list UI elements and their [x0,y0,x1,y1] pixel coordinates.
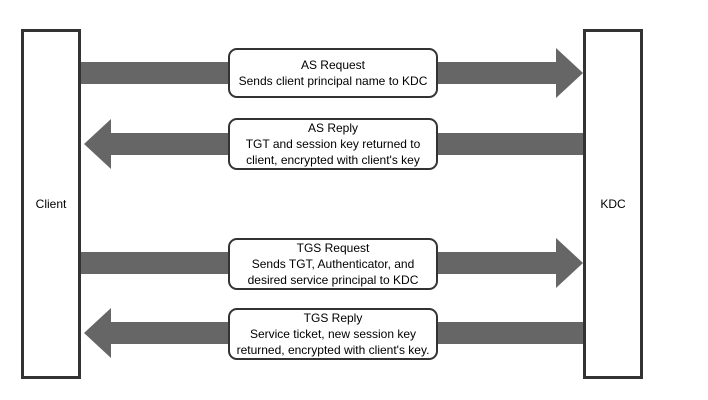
tgs-request-label-box: TGS Request Sends TGT, Authenticator, an… [228,238,438,290]
message-title: AS Request [300,58,366,72]
message-title: TGS Request [296,241,370,255]
message-line: returned, encrypted with client's key. [236,343,430,357]
as-reply-label-box: AS Reply TGT and session key returned to… [228,118,438,170]
kdc-entity-label: KDC [600,197,626,211]
client-entity-box: Client [21,29,81,379]
message-title: AS Reply [307,121,359,135]
tgs-reply-label-box: TGS Reply Service ticket, new session ke… [228,308,438,360]
message-line: desired service principal to KDC [247,273,419,287]
message-title: TGS Reply [303,311,363,325]
kdc-entity-box: KDC [583,29,643,379]
message-line: TGT and session key returned to [245,137,421,151]
message-line: Sends client principal name to KDC [238,74,428,88]
as-request-label-box: AS Request Sends client principal name t… [228,48,438,98]
message-line: Sends TGT, Authenticator, and [251,257,415,271]
client-entity-label: Client [35,197,67,211]
message-line: client, encrypted with client's key [246,153,420,167]
message-line: Service ticket, new session key [249,327,417,341]
